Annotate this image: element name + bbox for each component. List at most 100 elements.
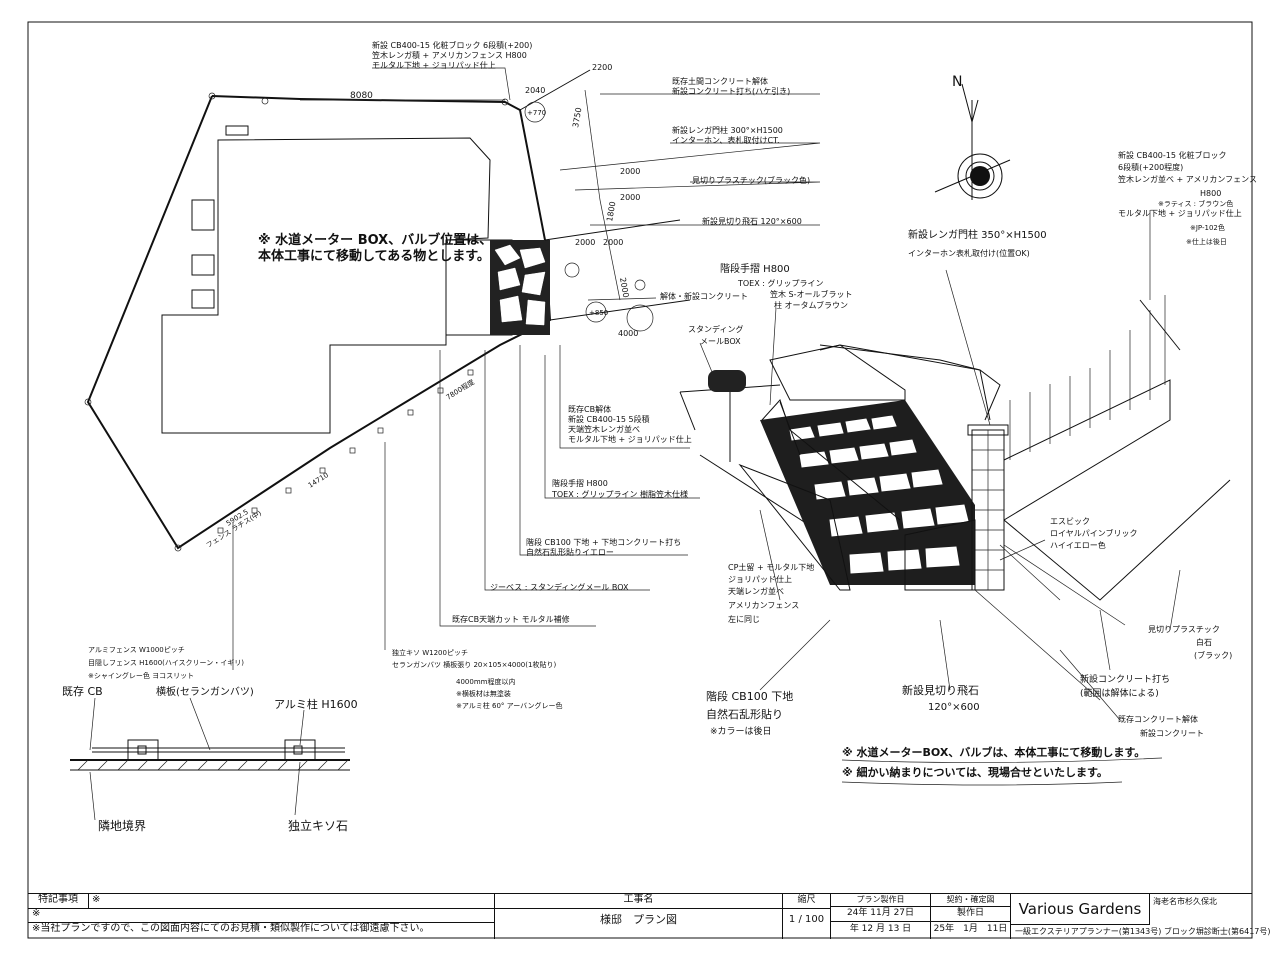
note-top-mortar: モルタル下地 + ジョリパッド仕上 (372, 60, 496, 70)
contract-section: 契約・確定図 製作日 25年 1月 11日 (931, 894, 1011, 939)
p-cp-5: 左に同じ (728, 614, 760, 624)
p-handrail-c: 笠木 S-オールブラット (770, 289, 853, 299)
level-850: +850 (589, 309, 608, 317)
sec-alum-post: アルミ柱 H1600 (274, 697, 358, 711)
note-fence-2d: ※横板材は無塗装 (456, 689, 511, 698)
p-plastic: 見切りプラスチック (1148, 625, 1220, 634)
p-cb-right-3: 笠木レンガ並べ + アメリカンフェンス (1118, 174, 1257, 184)
plan-date-section: プラン製作日 24年 11月 27日 年 12 月 13 日 (831, 894, 931, 939)
title-block: 特記事項 ※ ※ ※当社プランですので、この図面内容にてのお見積・類似製作につい… (28, 893, 1271, 939)
p-stepstone: 新設見切り飛石 (902, 683, 979, 697)
project-label: 工事名 (495, 894, 782, 909)
p-post-b: インターホン表札取付け(位置OK) (908, 248, 1030, 258)
p-new-conc-b: (範囲は解体による) (1080, 687, 1159, 699)
drawing-frame (27, 21, 1253, 939)
note-top-brick: 笠木レンガ積 + アメリカンフェンス H800 (372, 50, 527, 60)
note-handrail-1: 階段手摺 H800 (552, 478, 608, 488)
remarks-section: 特記事項 ※ ※ ※当社プランですので、この図面内容にてのお見積・類似製作につい… (28, 894, 495, 939)
plan-date-value2: 年 12 月 13 日 (849, 924, 912, 934)
p-step-1: 階段 CB100 下地 (706, 689, 793, 703)
dim-4000: 4000 (618, 329, 638, 338)
remarks-mark: ※ (92, 894, 101, 905)
made-label: 製作日 (931, 906, 1010, 922)
sec-foundation: 独立キソ石 (288, 818, 348, 833)
scale-label: 縮尺 (783, 894, 830, 909)
level-770: +770 (527, 109, 546, 117)
bottom-note-2: ※ 細かい納まりについては、現場合せといたします。 (842, 765, 1108, 779)
sec-yokoita: 横板(セランガンバツ) (156, 685, 254, 698)
note-fence-2e: ※アルミ柱 60° アーバングレー色 (456, 701, 563, 710)
dim-2000e: 2000 (618, 277, 630, 299)
svg-text:N: N (952, 74, 962, 90)
p-espic-2: ロイヤルパインブリック (1050, 528, 1138, 538)
north-arrow-icon: N (934, 74, 1011, 200)
dim-2040: 2040 (525, 86, 545, 95)
perspective-leaders (699, 210, 1181, 721)
note-exist-cb-4: モルタル下地 + ジョリパッド仕上 (568, 434, 692, 444)
note-exist-cb-1: 既存CB解体 (568, 404, 611, 414)
p-cp-4: アメリカンフェンス (728, 601, 799, 610)
p-cb-right-7: ※JP-102色 (1190, 223, 1225, 232)
p-step-3: ※カラーは後日 (710, 725, 772, 737)
bottom-note-1: ※ 水道メーターBOX、バルブは、本体工事にて移動します。 (842, 745, 1145, 759)
dim-7800: 7800程度 (444, 377, 476, 401)
note-new-conc: 新設コンクリート打ち(ハケ引き) (672, 86, 790, 96)
note-mailbox: ジーベス : スタンディングメール BOX (490, 582, 629, 592)
note-underline (841, 757, 1163, 763)
perspective-view: 階段手摺 H800 TOEX : グリップライン 笠木 S-オールブラット 柱 … (679, 150, 1257, 786)
american-fence (1009, 295, 1181, 460)
note-exist-cb-3: 天端笠木レンガ並べ (568, 424, 640, 434)
note-brick-post-sub: インターホン、表札取付けCT. (672, 135, 780, 145)
note-handrail-2: TOEX : グリップライン 樹脂笠木仕様 (551, 489, 688, 499)
p-handrail-b: TOEX : グリップライン (737, 278, 824, 288)
p-step-2: 自然石乱形貼り (706, 707, 783, 721)
note-cb100: 階段 CB100 下地 + 下地コンクリート打ち (526, 537, 681, 547)
sec-boundary: 隣地境界 (98, 818, 146, 833)
dim-2000b: 2000 (620, 193, 640, 202)
water-note-2: 本体工事にて移動してある物とします。 (258, 248, 490, 264)
dim-2000c: 2000 (575, 238, 595, 247)
dim-1800: 1800 (605, 201, 617, 223)
p-cb-right-6: モルタル下地 + ジョリパッド仕上 (1118, 208, 1242, 218)
p-plastic-b: 白石 (1196, 637, 1212, 647)
p-handrail-d: 柱 オータムブラウン (774, 300, 848, 310)
project-section: 工事名 様邸 プラン図 (495, 894, 783, 939)
p-cb-right-2: 6段積(+200程度) (1118, 162, 1183, 172)
note-demolish-conc: 解体・新設コンクリート (660, 291, 748, 301)
dim-2200: 2200 (592, 63, 612, 72)
dim-3750: 3750 (571, 107, 583, 129)
p-exist-conc: 既存コンクリート解体 (1118, 714, 1198, 724)
p-cp-3: 天端レンガ並べ (728, 586, 784, 596)
scale-value: 1 / 100 (788, 914, 825, 925)
stone-steps (760, 400, 975, 585)
p-handrail: 階段手摺 H800 (720, 262, 790, 275)
company-name: Various Gardens (1011, 894, 1150, 925)
p-cp-1: CP土留 + モルタル下地 (728, 562, 814, 572)
p-cp-2: ジョリパッド仕上 (728, 574, 792, 584)
contract-label: 契約・確定図 (931, 894, 1010, 907)
dim-2000a: 2000 (620, 167, 640, 176)
p-new-conc: 新設コンクリート打ち (1080, 673, 1170, 685)
p-mailbox-b: メールBOX (700, 337, 741, 346)
house-footprint (161, 137, 491, 434)
note-underline-2 (841, 781, 1123, 786)
note-exist-cb-2: 新設 CB400-15 5段積 (568, 414, 650, 424)
note-fence-2: 独立キソ W1200ピッチ (392, 648, 468, 657)
plan-date-label: プラン製作日 (831, 894, 930, 907)
note-fence-2b: セランガンバツ 横板張り 20×105×4000(1枚貼り) (392, 660, 556, 669)
p-mailbox-a: スタンディング (688, 324, 743, 334)
p-cb-right-8: ※仕上は後日 (1186, 237, 1227, 246)
scale-section: 縮尺 1 / 100 (783, 894, 831, 939)
dim-14710: 14710 (307, 471, 330, 490)
disclaimer: ※当社プランですので、この図面内容にてのお見積・類似製作については御遠慮下さい。 (32, 923, 430, 934)
dim-2000d: 2000 (603, 238, 623, 247)
p-cb-right-4: H800 (1200, 189, 1221, 198)
note-existing-conc: 既存土間コンクリート解体 (672, 76, 768, 86)
note-top-block: 新設 CB400-15 化粧ブロック 6段積(+200) (372, 40, 532, 50)
p-espic-3: ハイイエロー色 (1050, 540, 1106, 550)
dim-8080: 8080 (350, 91, 373, 101)
plan-date-value: 24年 11月 27日 (831, 906, 930, 922)
note-fence-1: アルミフェンス W1000ピッチ (88, 646, 185, 654)
p-stepstone-b: 120°×600 (928, 702, 980, 713)
plan-leaders (232, 67, 821, 670)
